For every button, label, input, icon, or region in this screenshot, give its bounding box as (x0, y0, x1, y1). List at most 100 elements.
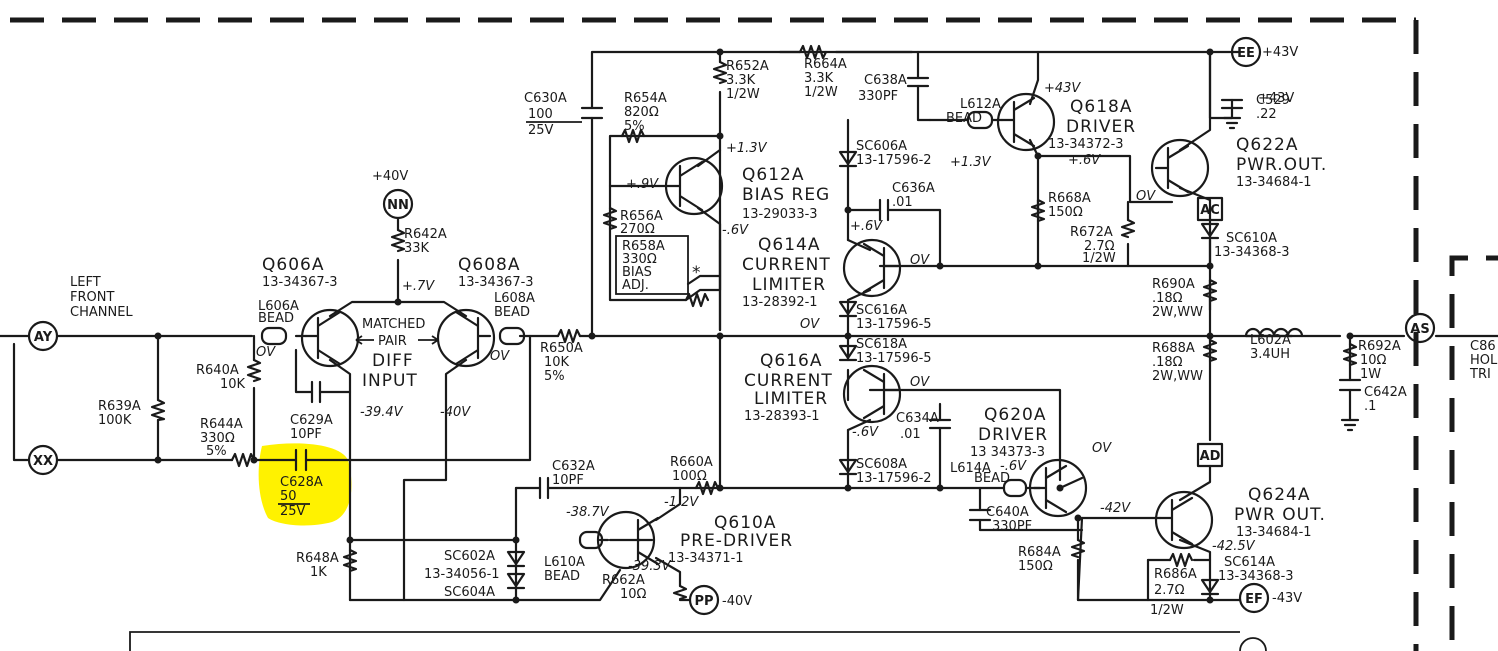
l610a-value: BEAD (544, 569, 580, 584)
v-q610-collector: -1.2V (664, 495, 699, 510)
sc606a-part: 13-17596-2 (856, 153, 932, 168)
transistor-q618a-symbol (996, 92, 1056, 152)
terminal-as: AS (1404, 312, 1436, 344)
terminal-ee: EE (1230, 36, 1262, 68)
c529-value: .22 (1256, 107, 1277, 122)
r658a-bias: BIAS (622, 265, 652, 280)
input-label-1: LEFT (70, 275, 101, 290)
q618a-name: Q618A (1070, 97, 1132, 117)
r662a-value: 10Ω (620, 587, 647, 602)
wiring (0, 50, 1498, 602)
v-rail-ov: OV (800, 317, 820, 332)
terminal-xx-label: XX (33, 454, 53, 469)
sc610a-part: 13-34368-3 (1214, 245, 1290, 260)
l614a-name: L614A (950, 461, 991, 476)
r662a-name: R662A (602, 573, 645, 588)
edge-label-3: TRI (1469, 367, 1491, 382)
r652a-power: 1/2W (726, 87, 760, 102)
r668a-name: R668A (1048, 191, 1091, 206)
transistor-q616a-symbol (842, 364, 902, 424)
r648a-name: R648A (296, 551, 339, 566)
q612a-name: Q612A (742, 165, 804, 185)
r640a-value: 10K (220, 377, 246, 392)
q624a-part: 13-34684-1 (1236, 525, 1312, 540)
r664a-name: R664A (804, 57, 847, 72)
terminal-nn-label: NN (387, 198, 409, 213)
v-q614-base: OV (910, 253, 930, 268)
r692a-value: 10Ω (1360, 353, 1387, 368)
sc602a-part: 13-34056-1 (424, 567, 500, 582)
nn-rail: +40V (372, 169, 408, 184)
sc614a-part: 13-34368-3 (1218, 569, 1294, 584)
c630a-voltage: 25V (528, 123, 554, 138)
transistor-q612a-symbol (664, 156, 724, 216)
edge-label-2: HOL (1470, 353, 1498, 368)
transistor-q608a-symbol (436, 308, 496, 368)
l606a-value: BEAD (258, 311, 294, 326)
adj-star: * (692, 263, 702, 283)
c628a-value: 50 (280, 489, 297, 504)
beads-and-inductor (260, 110, 1304, 550)
v-q612-emitter: -.6V (722, 223, 749, 238)
sc616a-name: SC616A (856, 303, 907, 318)
r648a-value: 1K (310, 565, 327, 580)
v-q618-emitter: +.6V (1068, 153, 1101, 168)
q624a-function: PWR OUT. (1234, 505, 1326, 525)
q610a-function: PRE-DRIVER (680, 531, 793, 551)
q620a-part: 13 34373-3 (970, 445, 1045, 460)
c640a-value: 330PF (992, 519, 1032, 534)
r684a-value: 150Ω (1018, 559, 1053, 574)
transistor-q610a-symbol (596, 510, 660, 570)
q606a-name: Q606A (262, 255, 324, 275)
v-q606-emitter: -39.4V (360, 405, 404, 420)
r658a-name: R658A (622, 239, 665, 254)
lower-board-outline (129, 631, 1240, 651)
c630a-name: C630A (524, 91, 567, 106)
terminal-ay: AY (27, 320, 59, 352)
terminal-xx: XX (27, 444, 59, 476)
v-q618-base: +1.3V (950, 155, 992, 170)
q622a-part: 13-34684-1 (1236, 175, 1312, 190)
c632a-value: 10PF (552, 473, 584, 488)
r686a-power: 1/2W (1150, 603, 1184, 618)
r656a-name: R656A (620, 209, 663, 224)
lower-terminal-partial (1239, 637, 1267, 651)
input-label-2: FRONT (70, 290, 114, 305)
terminal-ef: EF (1238, 582, 1270, 614)
c640a-name: C640A (986, 505, 1029, 520)
r692a-name: R692A (1358, 339, 1401, 354)
r690a-name: R690A (1152, 277, 1195, 292)
r660a-value: 100Ω (672, 469, 707, 484)
v-q616-collector: -.6V (852, 425, 879, 440)
c630a-value: 100 (528, 107, 553, 122)
terminal-pp: PP (688, 584, 720, 616)
q606a-part: 13-34367-3 (262, 275, 338, 290)
l608a-name: L608A (494, 291, 535, 306)
pp-rail: -40V (722, 594, 752, 609)
r650a-tol: 5% (544, 369, 565, 384)
terminal-ef-label: EF (1245, 592, 1263, 607)
sc610a-name: SC610A (1226, 231, 1277, 246)
transistor-q606a-symbol (300, 308, 360, 368)
r686a-value: 2.7Ω (1154, 583, 1185, 598)
l612a-name: L612A (960, 97, 1001, 112)
r668a-value: 150Ω (1048, 205, 1083, 220)
q622a-name: Q622A (1236, 135, 1298, 155)
terminal-ac-label: AC (1200, 203, 1220, 218)
q616a-part: 13-28393-1 (744, 409, 820, 424)
v-q606-base: OV (256, 345, 276, 360)
q608a-part: 13-34367-3 (458, 275, 534, 290)
c628a-highlight (258, 443, 352, 526)
r690a-power: 2W,WW (1152, 305, 1203, 320)
transistor-q624a-symbol (1154, 490, 1214, 550)
edge-label-1: C86 (1470, 339, 1496, 354)
l612a-value: BEAD (946, 111, 982, 126)
c629a-name: C629A (290, 413, 333, 428)
l610a-name: L610A (544, 555, 585, 570)
input-label-3: CHANNEL (70, 305, 133, 320)
transistor-q622a-symbol (1150, 138, 1210, 198)
bias-adj-box (615, 235, 689, 295)
resistors (150, 44, 1358, 601)
q610a-name: Q610A (714, 513, 776, 533)
